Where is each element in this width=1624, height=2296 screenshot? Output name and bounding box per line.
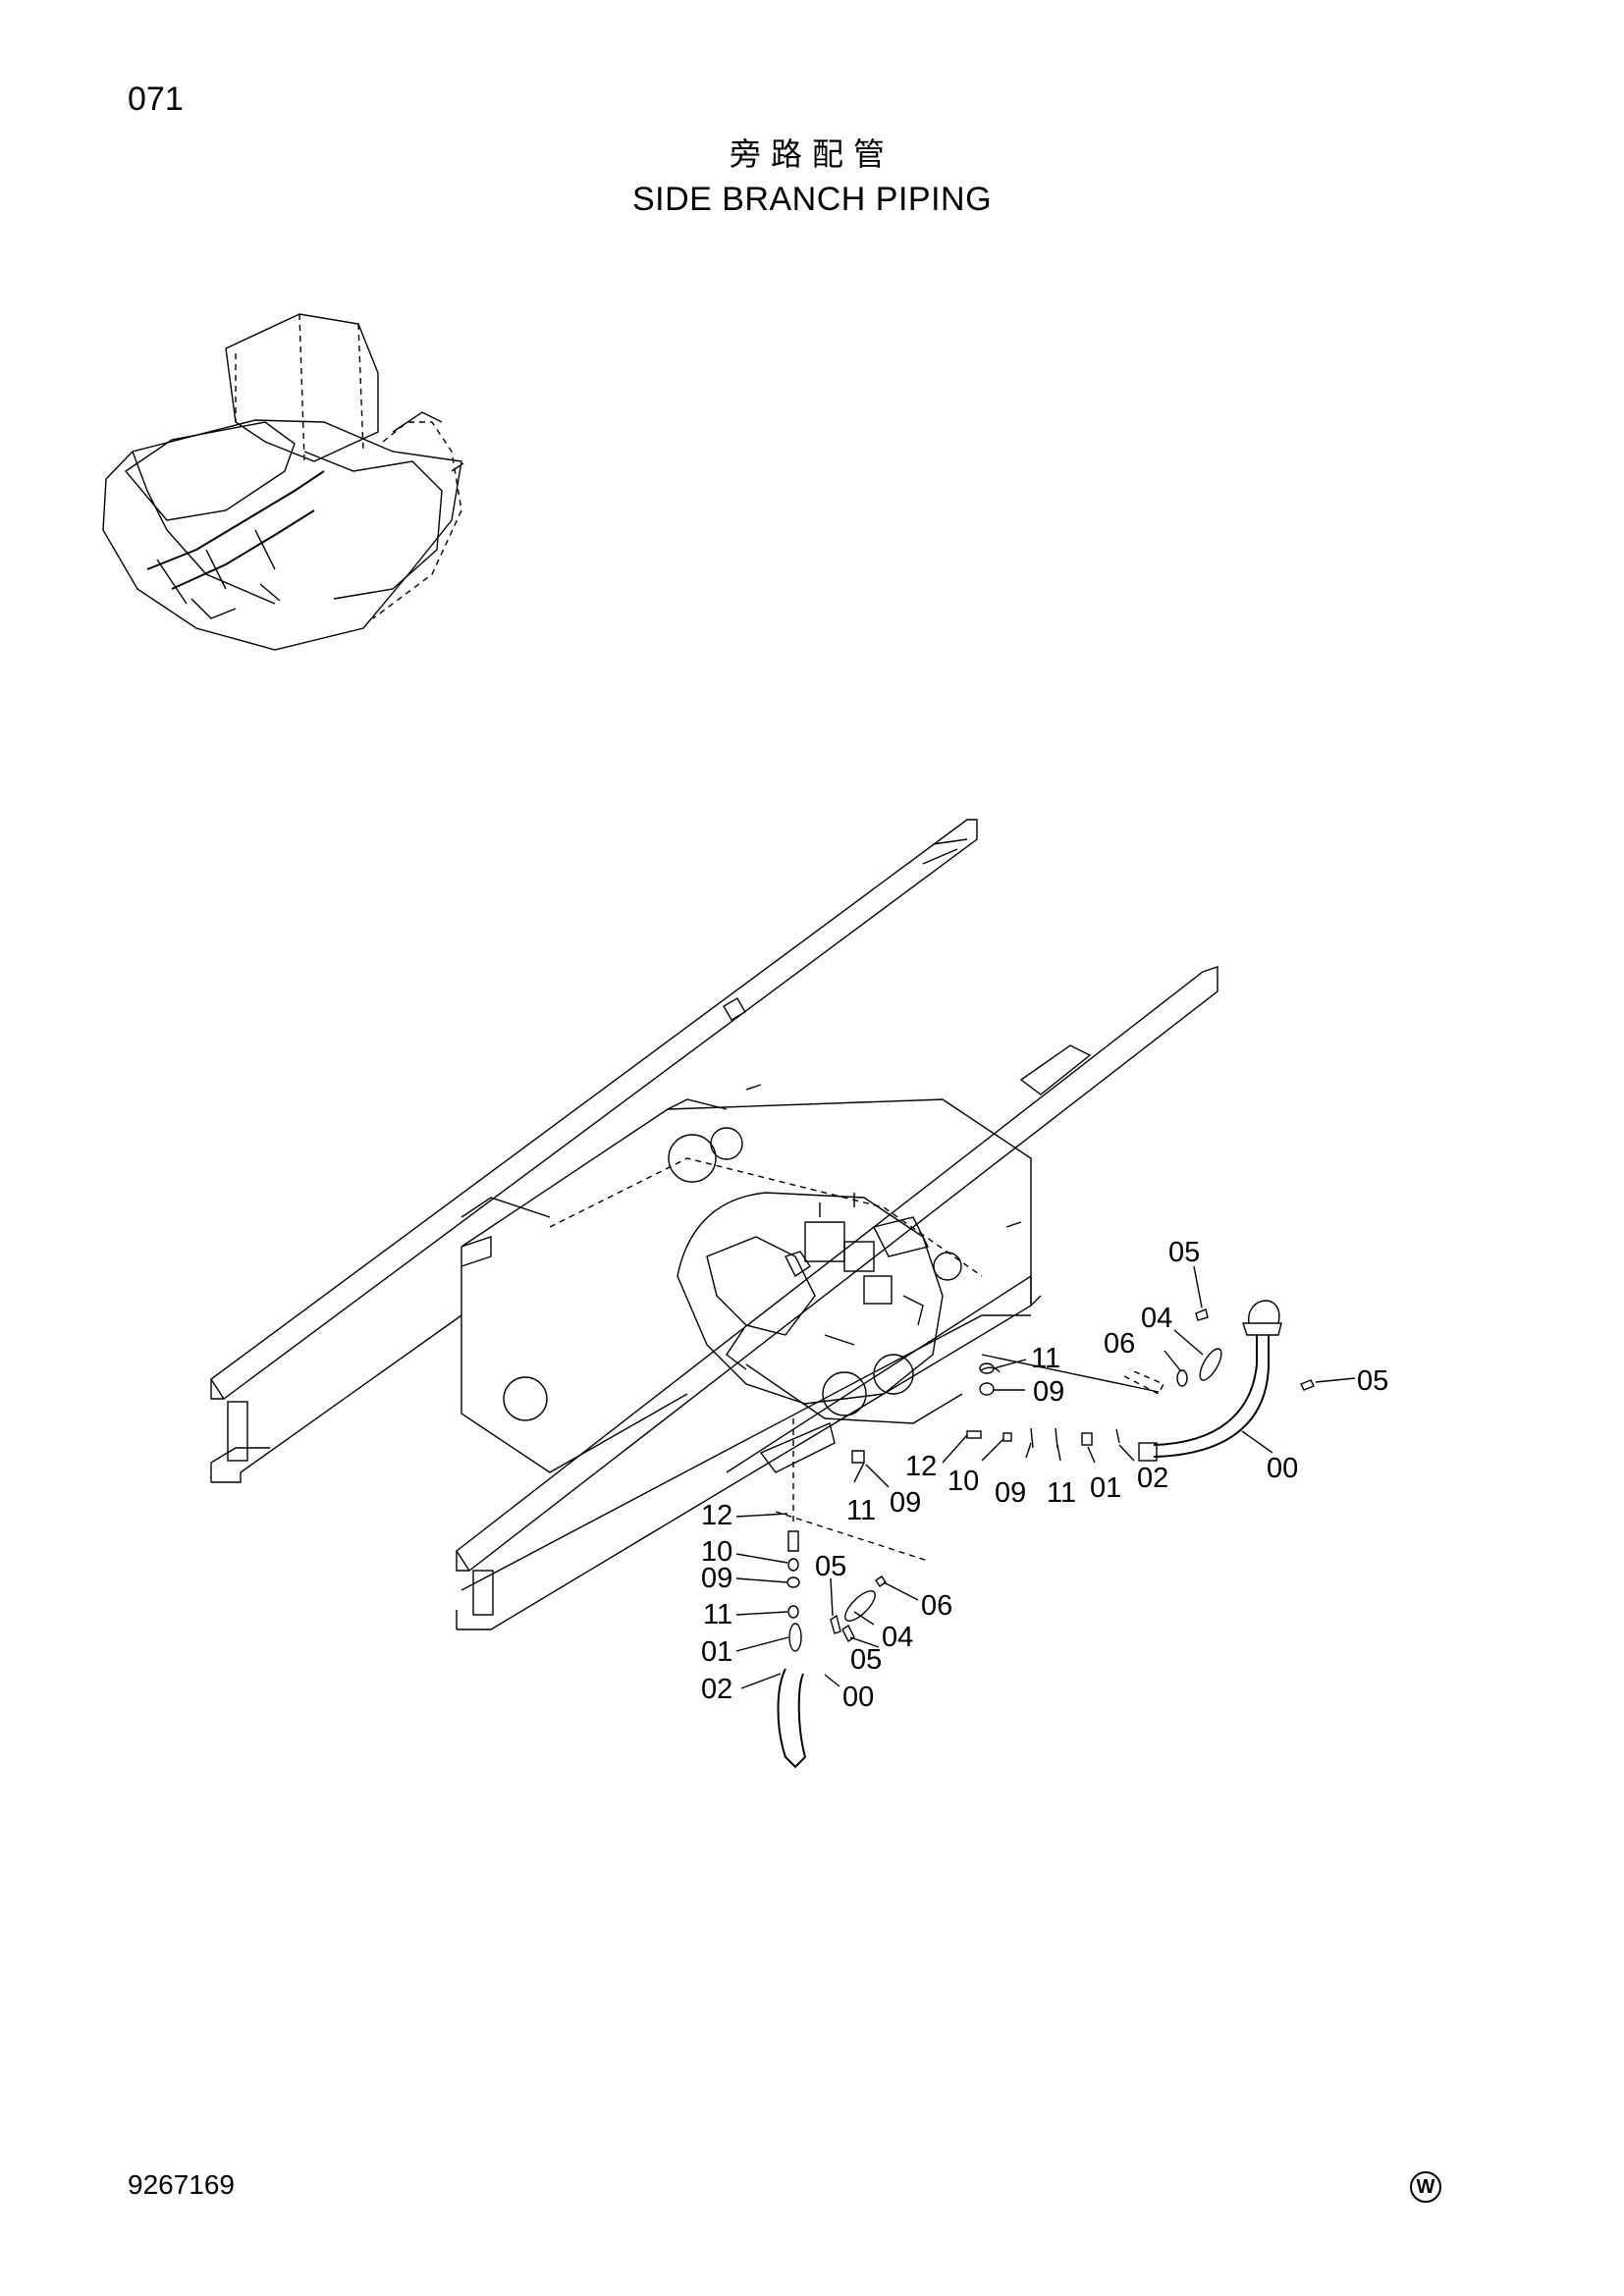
callout-label: 09 (890, 1487, 921, 1519)
page-number: 071 (128, 80, 184, 118)
callout-label: 06 (921, 1590, 952, 1622)
side-hose-right (981, 1300, 1315, 1462)
callout-label: 05 (815, 1551, 846, 1582)
callout-label: 11 (1031, 1343, 1060, 1374)
callout-label: 10 (701, 1536, 732, 1568)
callout-label: 11 (846, 1495, 876, 1526)
callout-label: 11 (703, 1599, 732, 1630)
callout-label: 02 (701, 1674, 732, 1705)
w-mark: W (1410, 2171, 1441, 2203)
callout-label: 00 (842, 1682, 874, 1713)
callout-label: 05 (850, 1644, 882, 1676)
callout-label: 04 (1141, 1303, 1172, 1334)
callout-label: 09 (701, 1563, 732, 1594)
callout-label: 01 (1090, 1472, 1121, 1504)
callout-label: 02 (1137, 1463, 1168, 1494)
callout-label: 12 (905, 1451, 937, 1482)
pump-assembly (677, 1192, 963, 1424)
side-hose-bottom (775, 1414, 929, 1769)
callout-label: 05 (1168, 1237, 1200, 1268)
main-frame (210, 819, 1218, 1630)
callout-label: 10 (947, 1466, 979, 1497)
title-chinese: 旁路配管 (729, 135, 894, 173)
callout-label: 00 (1267, 1453, 1298, 1484)
callout-label: 06 (1104, 1328, 1135, 1360)
title-english: SIDE BRANCH PIPING (631, 181, 993, 218)
small-parts-row (759, 1362, 1120, 1473)
document-number: 9267169 (128, 2169, 236, 2200)
excavator-thumbnail (102, 313, 464, 651)
callout-label: 04 (882, 1622, 913, 1653)
callout-labels: 05 04 06 11 09 05 12 10 09 11 01 02 00 1… (701, 1237, 1388, 1713)
callout-label: 09 (995, 1477, 1026, 1509)
leader-lines (735, 1265, 1356, 1689)
callout-label: 01 (701, 1636, 732, 1668)
callout-label: 12 (701, 1500, 732, 1531)
callout-label: 05 (1357, 1365, 1388, 1397)
callout-label: 11 (1047, 1477, 1076, 1509)
callout-label: 09 (1033, 1376, 1064, 1408)
